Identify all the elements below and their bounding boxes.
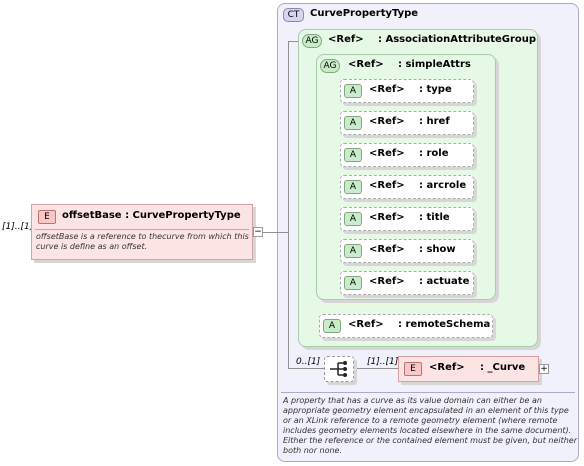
attr-arcrole-badge: A [344, 180, 362, 194]
simple-attrs-name: : simpleAttrs [398, 59, 471, 70]
attr-href-box[interactable] [340, 111, 474, 135]
complex-type-doc-divider [281, 392, 575, 393]
connector-seq-to-curve [354, 368, 398, 369]
attr-type-name: : type [419, 84, 452, 95]
attr-role-box[interactable] [340, 143, 474, 167]
attr-show-badge: A [344, 244, 362, 258]
curve-expand-button[interactable]: + [539, 364, 549, 374]
attr-type-badge: A [344, 84, 362, 98]
root-element-badge: E [38, 210, 56, 224]
simple-attrs-ref: <Ref> [348, 59, 384, 70]
curve-cardinality: [1]..[1] [367, 357, 399, 367]
sequence-cardinality: 0..[1] [296, 357, 321, 367]
complex-type-badge: CT [283, 8, 304, 22]
attr-title-name: : title [419, 212, 450, 223]
attr-arcrole-box[interactable] [340, 175, 474, 199]
curve-element-name: : _Curve [480, 362, 526, 373]
attr-arcrole-name: : arcrole [419, 180, 467, 191]
attr-show-name: : show [419, 244, 456, 255]
sequence-icon [330, 361, 347, 377]
attr-title-box[interactable] [340, 207, 474, 231]
attr-arcrole-ref: <Ref> [369, 180, 405, 191]
attr-show-ref: <Ref> [369, 244, 405, 255]
root-cardinality: [1]..[1] [2, 222, 34, 232]
connector-trunk [288, 41, 289, 233]
attr-actuate-ref: <Ref> [369, 276, 405, 287]
attr-actuate-box[interactable] [340, 271, 474, 295]
attr-href-ref: <Ref> [369, 116, 405, 127]
attr-remote-schema-badge: A [323, 319, 341, 333]
attr-type-ref: <Ref> [369, 84, 405, 95]
sequence-compositor[interactable] [324, 356, 354, 382]
attr-title-badge: A [344, 212, 362, 226]
attr-actuate-badge: A [344, 276, 362, 290]
attribute-group-name: : AssociationAttributeGroup [378, 34, 537, 45]
attr-actuate-name: : actuate [419, 276, 470, 287]
connector-seq-branch [288, 232, 289, 369]
root-collapse-button[interactable]: − [253, 227, 263, 237]
attr-remote-schema-ref: <Ref> [348, 319, 384, 330]
attr-show-box[interactable] [340, 239, 474, 263]
attr-type-box[interactable] [340, 79, 474, 103]
connector-root [263, 232, 288, 233]
attribute-group-ref: <Ref> [328, 34, 364, 45]
attribute-group-badge: AG [302, 34, 322, 48]
curve-element-badge: E [404, 362, 422, 376]
attr-title-ref: <Ref> [369, 212, 405, 223]
connector-to-ag [288, 41, 302, 42]
curve-element-ref: <Ref> [429, 362, 465, 373]
complex-type-doc: A property that has a curve as its value… [283, 396, 577, 455]
attr-role-badge: A [344, 148, 362, 162]
attr-href-badge: A [344, 116, 362, 130]
root-element-box[interactable] [31, 204, 253, 260]
root-divider [35, 229, 249, 230]
attr-role-name: : role [419, 148, 449, 159]
complex-type-title: CurvePropertyType [310, 8, 419, 19]
root-element-title: offsetBase : CurvePropertyType [62, 210, 241, 221]
connector-to-seq [288, 368, 324, 369]
attr-href-name: : href [419, 116, 450, 127]
attr-remote-schema-name: : remoteSchema [398, 319, 491, 330]
attr-role-ref: <Ref> [369, 148, 405, 159]
root-element-doc: offsetBase is a reference to thecurve fr… [36, 232, 249, 251]
attr-remote-schema-box[interactable] [319, 314, 493, 338]
simple-attrs-badge: AG [320, 59, 340, 73]
